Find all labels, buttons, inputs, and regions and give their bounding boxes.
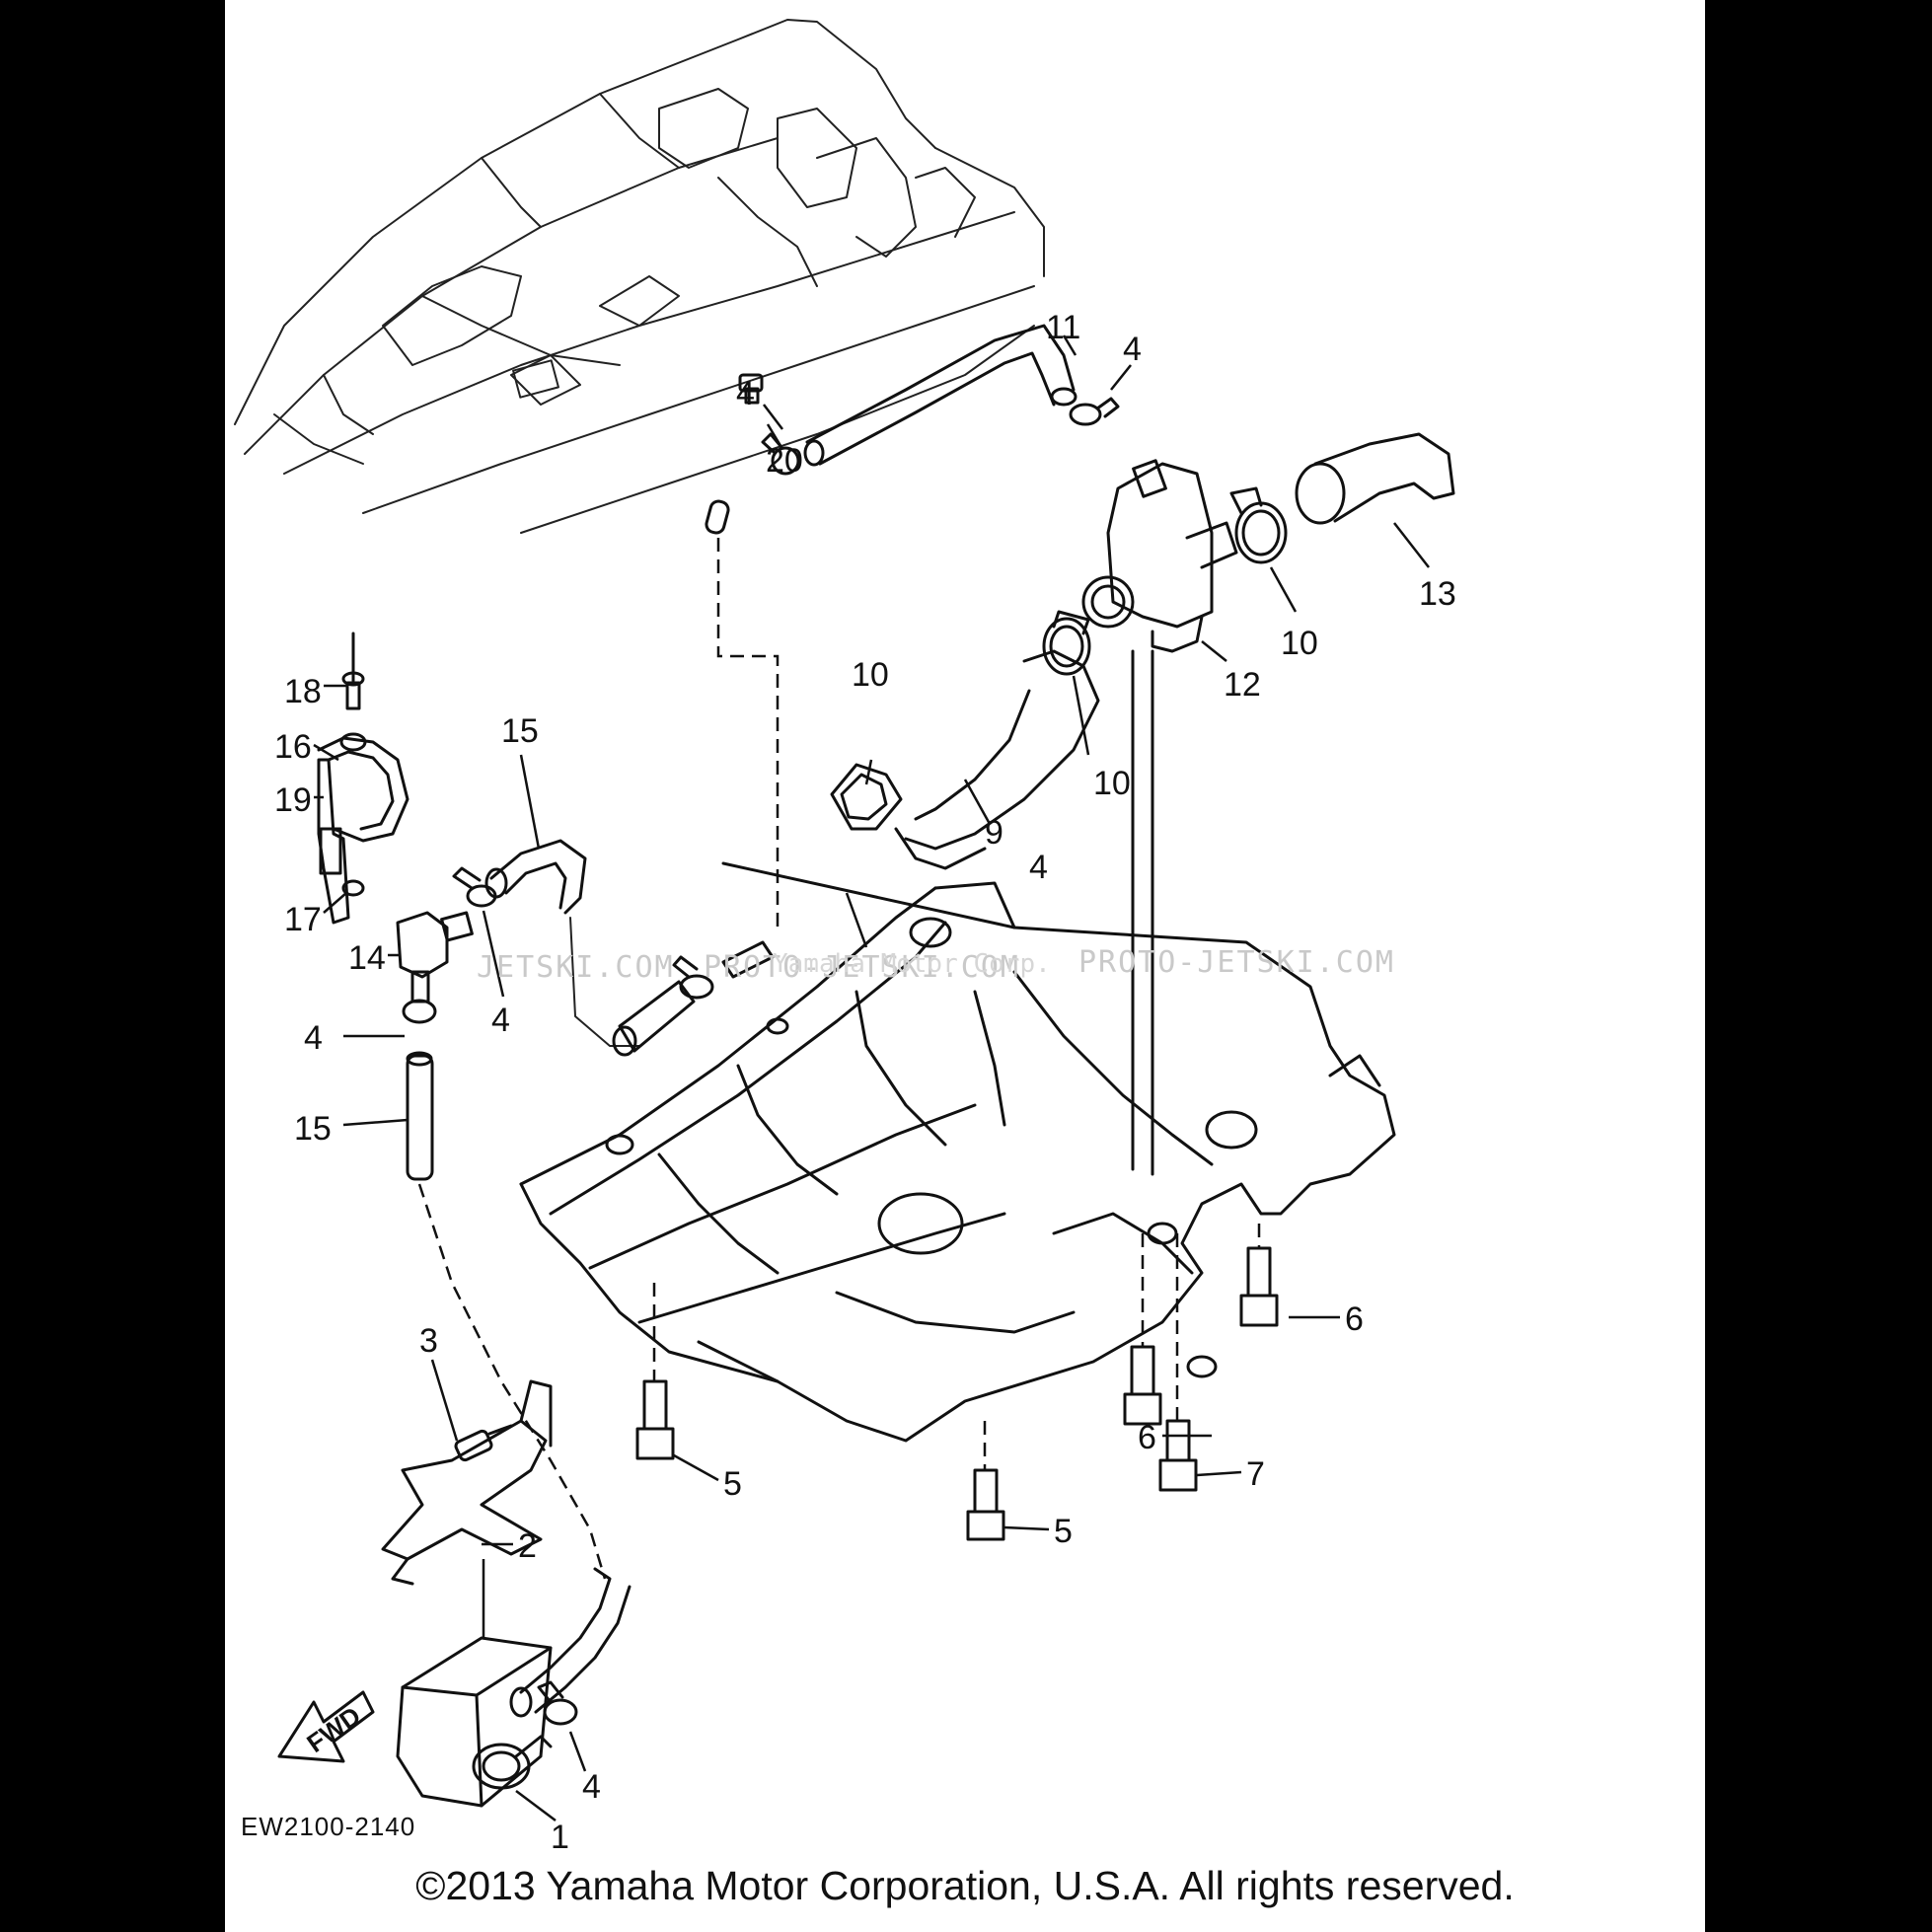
bolt-5-left (635, 1283, 675, 1460)
callout-4: 4 (491, 1002, 510, 1039)
callout-3: 3 (419, 1322, 438, 1360)
callout-5: 5 (723, 1465, 742, 1503)
clamp-10-right (1229, 486, 1288, 564)
callout-14: 14 (348, 939, 386, 977)
callout-20: 20 (766, 442, 803, 480)
callout-4: 4 (1029, 849, 1048, 886)
joint-guide-lines (1131, 649, 1154, 1176)
watermark-left: JETSKI.COM (477, 950, 675, 985)
box-1 (396, 1636, 553, 1808)
clamp-4-below-14 (402, 999, 437, 1024)
callout-2: 2 (518, 1527, 537, 1565)
callout-16: 16 (274, 728, 312, 766)
bolt-5-right (966, 1421, 1005, 1541)
callout-4: 4 (1123, 331, 1142, 368)
clamp-4-upper-right (1069, 397, 1120, 426)
hose-lower (509, 1567, 632, 1718)
callout-19: 19 (274, 781, 312, 819)
hose-15-upper (484, 839, 587, 915)
hose-9 (894, 649, 1100, 870)
callout-9: 9 (985, 814, 1003, 852)
joint-12 (1081, 459, 1238, 653)
bolt-6-mid (1123, 1233, 1162, 1426)
fwd-arrow: FWD (277, 1690, 375, 1763)
leader-lines (313, 334, 1430, 1821)
copyright-notice: ©2013 Yamaha Motor Corporation, U.S.A. A… (415, 1863, 1515, 1908)
callout-10: 10 (1281, 625, 1318, 662)
clamp-10-mid (1042, 610, 1091, 676)
bolt-6-right (1239, 1224, 1279, 1327)
clamp-4-mid (672, 955, 714, 1000)
clamp-4-lower (537, 1680, 578, 1726)
clamp-4-upper-left (761, 432, 800, 476)
callout-11: 11 (1046, 309, 1080, 346)
hose-15-lower (406, 1051, 434, 1181)
fitting-guide-line (716, 538, 780, 928)
callout-4: 4 (304, 1019, 323, 1057)
watercraft-hull-illustration (234, 19, 1045, 534)
watermark-overlay: Yamaha Motor Corp. (773, 949, 1051, 979)
parts-diagram-sheet: FWD 11 4 20 4 1 (225, 0, 1705, 1932)
clamp-10-left (830, 763, 903, 831)
hose-fitting (705, 499, 730, 535)
callout-labels: 11 4 20 4 13 10 12 10 10 9 18 16 19 15 1… (274, 309, 1456, 1856)
callout-18: 18 (284, 673, 322, 710)
hose-13 (1295, 432, 1455, 525)
callout-6: 6 (1138, 1419, 1156, 1456)
watermark-right: PROTO-JETSKI.COM (1078, 945, 1395, 980)
bracket-19 (317, 758, 350, 925)
bolt-7 (1158, 1233, 1198, 1492)
hose-15-connector (569, 917, 640, 1047)
callout-15: 15 (294, 1110, 332, 1148)
fitting-14 (396, 911, 474, 1003)
hull-plate (519, 861, 1396, 1443)
watermark-middle: PROTO-JETSKI.COM (704, 950, 1020, 985)
callout-13: 13 (1419, 575, 1456, 613)
hose-11 (803, 324, 1077, 467)
callout-7: 7 (1246, 1455, 1265, 1493)
bolt-18 (341, 632, 365, 710)
bracket-2 (381, 1379, 553, 1586)
hose-short-mid (612, 980, 696, 1057)
fwd-label: FWD (301, 1701, 366, 1759)
plug-20 (738, 373, 764, 405)
hose-stub (721, 940, 775, 979)
callout-5: 5 (1054, 1513, 1073, 1550)
diagram-code: EW2100-2140 (241, 1812, 415, 1841)
callout-4: 4 (736, 375, 755, 412)
clamp-16 (317, 732, 409, 843)
callout-10: 10 (1093, 765, 1131, 802)
hose-route-line (417, 1183, 607, 1580)
washer-17 (341, 879, 365, 897)
callout-6: 6 (1345, 1300, 1364, 1338)
exploded-parts-diagram: FWD 11 4 20 4 1 (234, 19, 1456, 1856)
watermark: JETSKI.COM PROTO-JETSKI.COM PROTO-JETSKI… (477, 945, 1395, 985)
callout-15: 15 (501, 712, 539, 750)
callout-4: 4 (582, 1768, 601, 1806)
callout-12: 12 (1224, 666, 1261, 704)
callout-1: 1 (551, 1819, 569, 1856)
callout-17: 17 (284, 901, 322, 938)
callout-10: 10 (852, 656, 889, 694)
